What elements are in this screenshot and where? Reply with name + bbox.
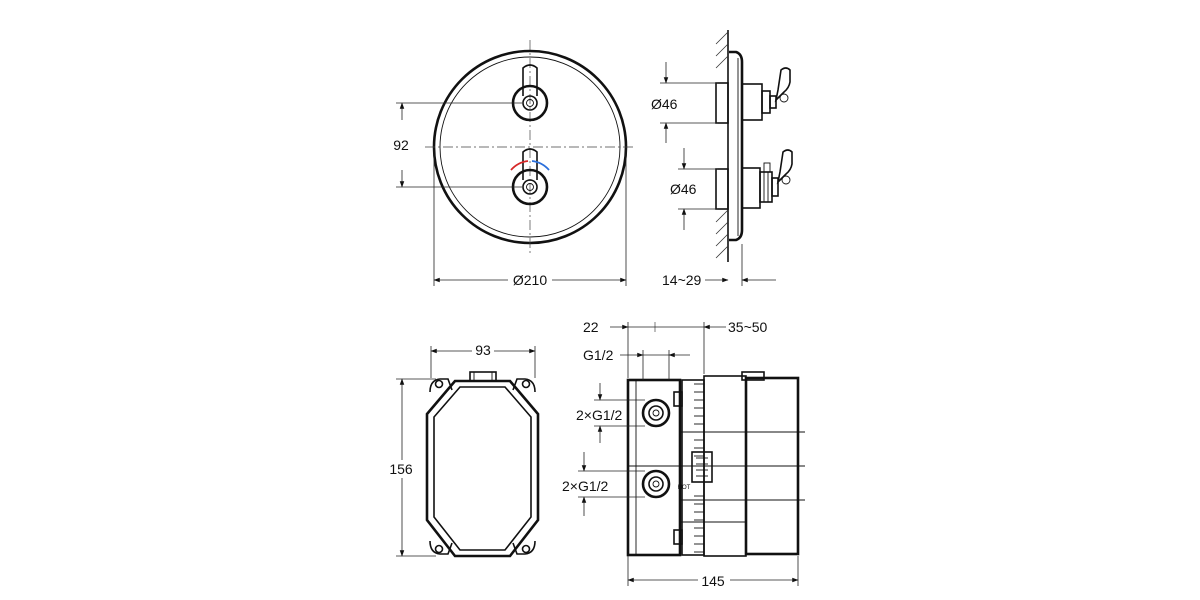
lower-thread-dimension: 2×G1/2 (562, 478, 609, 494)
upper-port (641, 398, 671, 428)
lower-spindle (715, 149, 793, 210)
housing-outline (425, 379, 540, 558)
hot-mark-label: HOT (678, 485, 691, 491)
top-port (469, 371, 497, 382)
threaded-sleeve (681, 379, 705, 556)
side-view: Ø46 Ø46 14~29 (651, 30, 793, 288)
body-left-offset-dimension: 22 (583, 319, 599, 335)
top-thread-dimension: G1/2 (583, 347, 614, 363)
mounting-lugs (429, 378, 536, 555)
upper-spindle (715, 67, 791, 124)
housing-inner-outline (433, 386, 532, 551)
front-diameter-dimension: Ø210 (513, 272, 547, 288)
body-side-view: HOT 22 35~50 G1/2 2×G1/2 (562, 319, 805, 589)
cover-plate-profile (729, 50, 744, 242)
hot-indicator-arc (510, 160, 529, 171)
front-offset-dimension: 92 (393, 137, 409, 153)
lower-handle (510, 148, 550, 206)
body-depth-dimension: 145 (701, 573, 725, 589)
valve-body-block (626, 378, 682, 557)
upper-thread-dimension: 2×G1/2 (576, 407, 623, 423)
housing-front-view: 93 156 (388, 340, 540, 558)
front-view: 92 Ø210 (393, 40, 636, 288)
cold-indicator-arc (531, 160, 550, 171)
wall-hatching (715, 31, 729, 259)
upper-handle (511, 64, 549, 122)
thread-lines (694, 383, 704, 553)
lower-port (641, 469, 671, 499)
housing-height-dimension: 156 (389, 461, 413, 477)
housing-width-dimension: 93 (475, 342, 491, 358)
projection-dimension: 14~29 (662, 272, 702, 288)
upper-diameter-dimension: Ø46 (651, 96, 678, 112)
body-right-offset-dimension: 35~50 (728, 319, 768, 335)
lower-diameter-dimension: Ø46 (670, 181, 697, 197)
adjustment-plate (691, 451, 713, 483)
